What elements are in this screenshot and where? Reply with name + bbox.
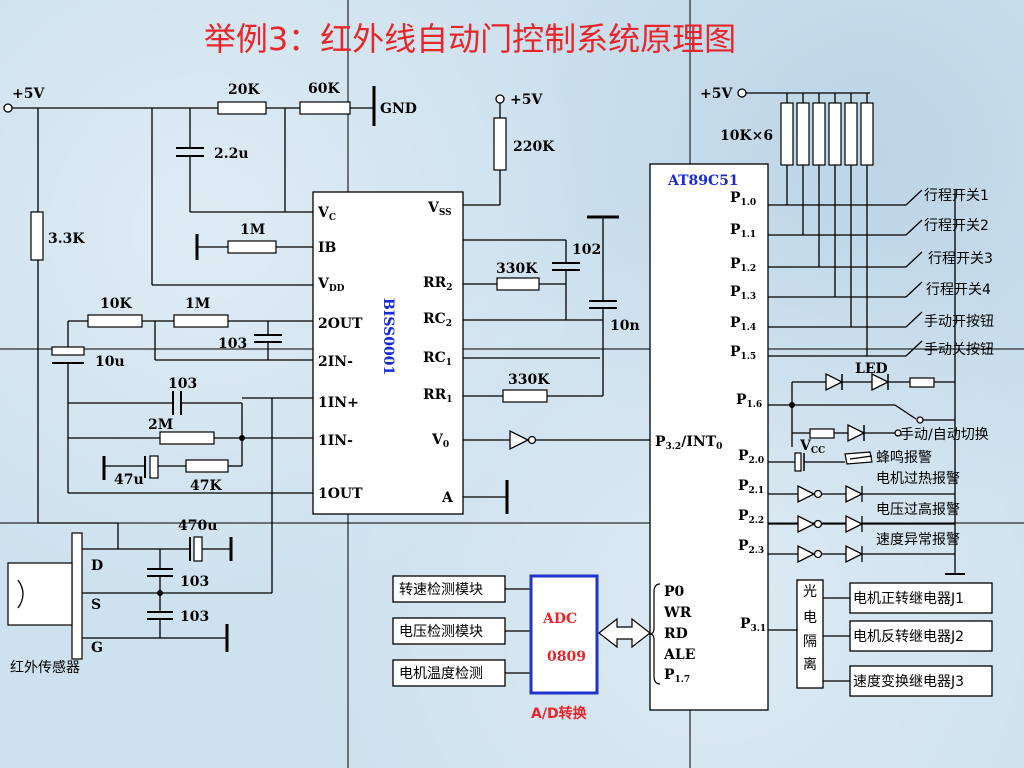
resistor-20k	[217, 101, 267, 115]
vcc-label-1: +5V	[12, 86, 45, 102]
svg-text:光: 光	[803, 584, 817, 600]
sensor-body	[71, 532, 83, 660]
svg-text:RR1: RR1	[423, 387, 453, 405]
opto-isolator	[796, 579, 824, 689]
svg-text:10K: 10K	[100, 296, 132, 312]
svg-text:+5V: +5V	[700, 86, 733, 102]
svg-text:P0: P0	[664, 584, 685, 600]
svg-text:+5V: +5V	[510, 92, 543, 108]
svg-text:103: 103	[180, 609, 209, 625]
svg-text:A: A	[441, 490, 454, 506]
svg-text:ALE: ALE	[663, 647, 695, 663]
svg-text:P3.2/INT0: P3.2/INT0	[655, 434, 722, 452]
svg-text:蜂鸣报警: 蜂鸣报警	[876, 449, 932, 466]
svg-text:手动关按钮: 手动关按钮	[924, 342, 994, 358]
svg-text:470u: 470u	[178, 518, 217, 534]
biss-chip-name: BISS0001	[380, 298, 396, 375]
svg-text:103: 103	[218, 336, 247, 352]
svg-text:S: S	[91, 597, 101, 613]
infrared-sensor	[7, 562, 73, 626]
biss-circuit: +5V 3.3K 20K 60K GND 2.2u 1M BISS	[3, 81, 650, 676]
svg-text:1M: 1M	[185, 296, 210, 312]
svg-text:G: G	[91, 640, 103, 656]
svg-text:10u: 10u	[95, 354, 125, 370]
svg-text:VCC: VCC	[799, 438, 825, 456]
relay-j2	[849, 620, 993, 652]
svg-text:电机过热报警: 电机过热报警	[876, 471, 960, 487]
svg-text:60K: 60K	[308, 81, 340, 97]
adc0809-chip	[529, 574, 599, 695]
svg-text:速度变换继电器J3: 速度变换继电器J3	[853, 673, 964, 690]
svg-text:IB: IB	[318, 240, 337, 256]
svg-text:手动开按钮: 手动开按钮	[924, 314, 994, 330]
relay-j1	[849, 582, 993, 614]
bus-arrow	[598, 617, 651, 649]
svg-text:2IN-: 2IN-	[318, 354, 353, 370]
svg-text:行程开关4: 行程开关4	[926, 282, 991, 298]
svg-text:103: 103	[180, 574, 209, 590]
svg-text:2M: 2M	[148, 417, 173, 433]
svg-text:行程开关3: 行程开关3	[928, 251, 993, 267]
svg-text:手动/自动切换: 手动/自动切换	[900, 426, 989, 443]
svg-text:电压过高报警: 电压过高报警	[876, 501, 960, 518]
svg-text:电压检测模块: 电压检测模块	[399, 624, 483, 640]
svg-text:RR2: RR2	[423, 275, 453, 293]
resistor-60k	[299, 101, 351, 115]
svg-text:电: 电	[803, 610, 817, 626]
svg-text:速度异常报警: 速度异常报警	[876, 532, 960, 548]
svg-text:ADC: ADC	[542, 611, 577, 627]
svg-text:LED: LED	[855, 361, 888, 377]
svg-text:1M: 1M	[240, 222, 265, 238]
svg-text:220K: 220K	[513, 139, 555, 155]
sensor-label: 红外传感器	[10, 659, 80, 676]
svg-text:10n: 10n	[610, 318, 640, 334]
svg-text:2OUT: 2OUT	[318, 316, 363, 332]
adc-caption: A/D转换	[531, 705, 588, 722]
speed-detection-module	[392, 575, 506, 603]
svg-text:隔: 隔	[803, 634, 817, 650]
svg-text:102: 102	[572, 242, 601, 258]
svg-text:RC2: RC2	[423, 311, 452, 329]
svg-text:10K×6: 10K×6	[720, 128, 773, 144]
mcu-name: AT89C51	[667, 173, 739, 189]
svg-text:行程开关1: 行程开关1	[924, 188, 989, 204]
svg-text:电机温度检测: 电机温度检测	[399, 666, 483, 682]
biss0001-chip	[312, 191, 464, 515]
svg-text:330K: 330K	[496, 261, 538, 277]
svg-text:0809: 0809	[547, 649, 586, 665]
at89c51-chip	[649, 163, 769, 711]
svg-text:1OUT: 1OUT	[318, 486, 363, 502]
svg-text:20K: 20K	[228, 82, 260, 98]
svg-text:GND: GND	[380, 101, 417, 117]
svg-text:103: 103	[168, 376, 197, 392]
svg-text:2.2u: 2.2u	[214, 146, 249, 162]
svg-text:47K: 47K	[190, 478, 222, 494]
page-title: 举例3：红外线自动门控制系统原理图	[204, 20, 736, 58]
relay-j3	[849, 665, 993, 697]
resistor-3.3k	[30, 211, 44, 261]
svg-text:电机反转继电器J2: 电机反转继电器J2	[853, 629, 964, 645]
svg-text:47u: 47u	[114, 472, 144, 488]
svg-text:离: 离	[803, 656, 817, 673]
svg-text:电机正转继电器J1: 电机正转继电器J1	[853, 591, 964, 607]
svg-text:1IN+: 1IN+	[318, 395, 359, 411]
svg-text:3.3K: 3.3K	[48, 231, 85, 247]
svg-text:转速检测模块: 转速检测模块	[399, 582, 483, 598]
svg-text:WR: WR	[663, 605, 692, 621]
svg-text:330K: 330K	[508, 372, 550, 388]
svg-text:行程开关2: 行程开关2	[924, 218, 989, 234]
svg-text:1IN-: 1IN-	[318, 433, 353, 449]
svg-text:RC1: RC1	[423, 350, 452, 368]
mcu-section: AT89C51 P1.0 P1.1 P1.2 P1.3 P1.4 P1.5 P1…	[392, 86, 994, 722]
svg-text:D: D	[91, 558, 103, 574]
voltage-detection-module	[392, 617, 506, 645]
svg-text:RD: RD	[664, 626, 688, 642]
